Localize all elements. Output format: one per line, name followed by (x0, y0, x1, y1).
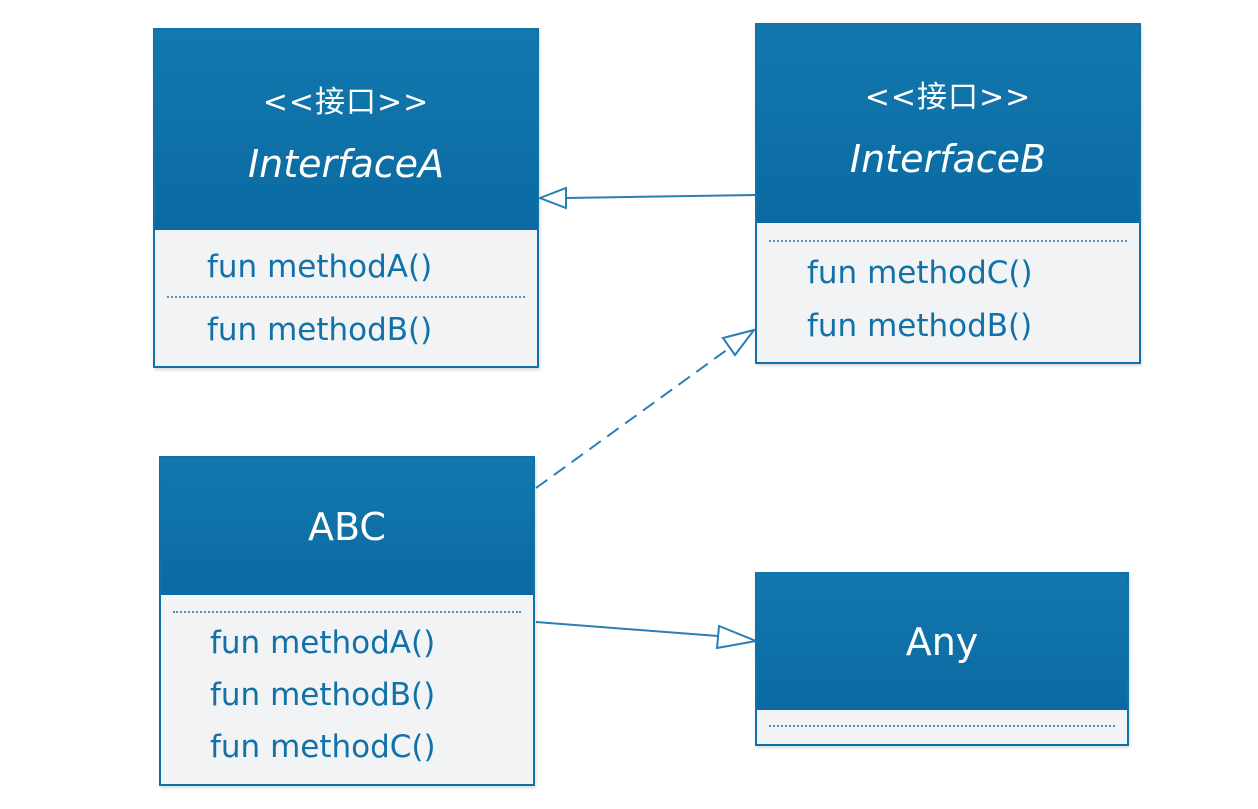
class-any-box[interactable]: Any (755, 572, 1129, 746)
interface-b-name: InterfaceB (849, 137, 1047, 181)
interface-b-method-2: fun methodB() (807, 308, 1033, 344)
realization-abc-to-b (535, 328, 757, 489)
interface-a-box[interactable]: <<接口>> InterfaceA fun methodA() fun meth… (153, 28, 539, 368)
interface-b-divider (769, 240, 1127, 242)
interface-b-box[interactable]: <<接口>> InterfaceB fun methodC() fun meth… (755, 23, 1141, 364)
interface-a-name: InterfaceA (247, 142, 445, 186)
hollow-arrowhead-icon (721, 328, 757, 357)
class-any-name: Any (905, 620, 979, 664)
interface-a-header: <<接口>> InterfaceA (155, 30, 537, 230)
interface-a-method-1: fun methodA() (207, 249, 433, 285)
generalization-abc-to-any (535, 621, 760, 650)
class-abc-name: ABC (308, 505, 386, 549)
class-any-divider (769, 725, 1115, 727)
interface-b-method-1: fun methodC() (807, 255, 1033, 291)
interface-a-divider (167, 296, 525, 298)
class-abc-method-2: fun methodB() (210, 677, 436, 713)
interface-a-stereotype: <<接口>> (262, 85, 430, 120)
class-abc-method-3: fun methodC() (210, 729, 436, 765)
class-abc-box[interactable]: ABC fun methodA() fun methodB() fun meth… (159, 456, 535, 786)
class-any-header: Any (757, 574, 1127, 710)
interface-a-method-2: fun methodB() (207, 312, 433, 348)
interface-b-header: <<接口>> InterfaceB (757, 25, 1139, 223)
class-abc-header: ABC (161, 458, 533, 595)
class-abc-method-1: fun methodA() (210, 625, 436, 661)
hollow-arrowhead-icon (715, 624, 760, 650)
generalization-b-to-a (537, 186, 757, 210)
class-abc-divider (173, 611, 521, 613)
interface-b-stereotype: <<接口>> (864, 80, 1032, 115)
hollow-arrowhead-icon (537, 186, 567, 210)
